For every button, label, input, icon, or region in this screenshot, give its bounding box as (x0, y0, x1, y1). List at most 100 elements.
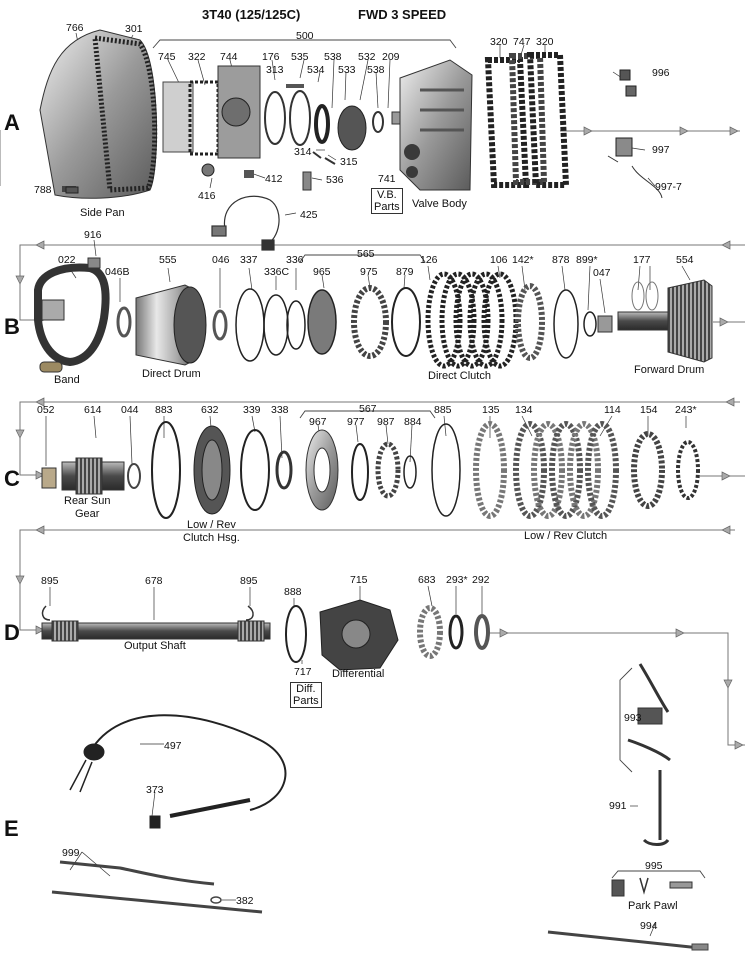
direct-drum-art (116, 284, 228, 366)
part-number: 916 (84, 229, 102, 241)
part-number: 154 (640, 404, 658, 416)
wire-harness-art (211, 195, 280, 251)
part-number: 313 (266, 64, 284, 76)
park-linkage-art (611, 663, 693, 897)
part-number: 717 (294, 666, 312, 678)
caption-direct-clutch: Direct Clutch (428, 370, 491, 382)
valve-body-main-art (399, 59, 473, 191)
part-number: 975 (360, 266, 378, 278)
part-number: 336C (264, 266, 290, 278)
low-rev-clutch-art (473, 421, 700, 519)
part-number: 683 (418, 574, 436, 586)
part-number: 320 (536, 36, 554, 48)
part-number: 879 (396, 266, 414, 278)
flow-arrows (15, 126, 744, 750)
part-number: 337 (240, 254, 258, 266)
part-number: 022 (58, 254, 76, 266)
part-number: 745 (158, 51, 176, 63)
part-number: 176 (262, 51, 280, 63)
section-letter-e: E (4, 816, 19, 841)
part-number: 322 (188, 51, 206, 63)
model-title: 3T40 (125/125C) (202, 7, 301, 22)
part-number: 301 (125, 23, 143, 35)
caption-line: Gear (75, 508, 100, 520)
caption-rear-sun-gear: Rear Sun Gear (64, 495, 110, 521)
part-number: 678 (145, 575, 163, 587)
part-number: 533 (338, 64, 356, 76)
part-number: 965 (313, 266, 331, 278)
part-number: 741 (378, 173, 396, 185)
snap-rings-b-art (235, 285, 421, 362)
part-number: 538 (367, 64, 385, 76)
section-letter-a: A (4, 110, 20, 135)
part-number: 766 (66, 22, 84, 34)
part-number: 425 (300, 209, 318, 221)
caption-line: Low / Rev (186, 519, 236, 531)
caption-forward-drum: Forward Drum (634, 364, 705, 376)
transmission-type: FWD 3 SPEED (358, 7, 447, 22)
part-number: 996 (652, 67, 670, 79)
cable-art (69, 714, 287, 829)
box-line: V.B. (376, 189, 397, 201)
part-number: 126 (420, 254, 438, 266)
part-number: 320 (490, 36, 508, 48)
part-number: 114 (604, 404, 621, 416)
side-pan-art (39, 29, 158, 199)
part-number: 632 (201, 404, 219, 416)
section-letter-d: D (4, 620, 20, 645)
caption-line: Clutch Hsg. (183, 532, 240, 544)
part-number: 339 (243, 404, 261, 416)
part-number: 315 (340, 156, 358, 168)
vb-parts-box: V.B. Parts (371, 188, 403, 214)
part-number: 995 (645, 860, 663, 872)
part-number: 999 (62, 847, 80, 859)
part-number: 044 (121, 404, 139, 416)
part-number: 994 (640, 920, 658, 932)
part-number: 046 (212, 254, 230, 266)
part-number: 142* (512, 254, 534, 266)
bolt-788-art (65, 186, 79, 194)
part-number: 532 (358, 51, 376, 63)
part-number: 885 (434, 404, 452, 416)
part-number: 993 (624, 712, 642, 724)
caption-low-rev-clutch: Low / Rev Clutch (524, 530, 608, 542)
part-number: 997-7 (655, 181, 682, 193)
part-number: 715 (350, 574, 368, 586)
caption-line: Rear Sun (64, 495, 111, 507)
section-letter-c: C (4, 466, 20, 491)
part-number: 209 (382, 51, 400, 63)
piston-assembly-art (305, 423, 461, 517)
part-number: 747 (513, 36, 531, 48)
part-number: 336 (286, 254, 304, 266)
part-number: 895 (41, 575, 59, 587)
part-number: 565 (357, 248, 375, 260)
rear-sun-gear-art (41, 457, 141, 495)
part-number: 500 (296, 30, 314, 42)
caption-park-pawl: Park Pawl (628, 900, 678, 912)
caption-band: Band (54, 374, 80, 386)
box-line: Parts (293, 695, 319, 707)
part-number: 052 (37, 404, 55, 416)
part-number: 788 (34, 184, 52, 196)
part-number: 888 (284, 586, 302, 598)
forward-drum-art (617, 279, 713, 363)
caption-low-rev-clutch-hsg: Low / Rev Clutch Hsg. (183, 519, 240, 545)
part-number: 883 (155, 404, 173, 416)
part-number: 373 (146, 784, 164, 796)
differential-art (285, 599, 490, 671)
caption-valve-body: Valve Body (412, 198, 467, 210)
box-line: Parts (374, 201, 400, 213)
valve-body-a-art (162, 65, 261, 178)
part-number: 895 (240, 575, 258, 587)
part-number: 977 (347, 416, 365, 428)
part-number: 878 (552, 254, 570, 266)
part-number: 106 (490, 254, 508, 266)
part-number: 744 (220, 51, 238, 63)
part-number: 293* (446, 574, 468, 586)
direct-clutch-art (425, 271, 613, 369)
part-number: 884 (404, 416, 422, 428)
part-number: 538 (324, 51, 342, 63)
part-number: 338 (271, 404, 289, 416)
part-number: 046B (105, 266, 130, 278)
